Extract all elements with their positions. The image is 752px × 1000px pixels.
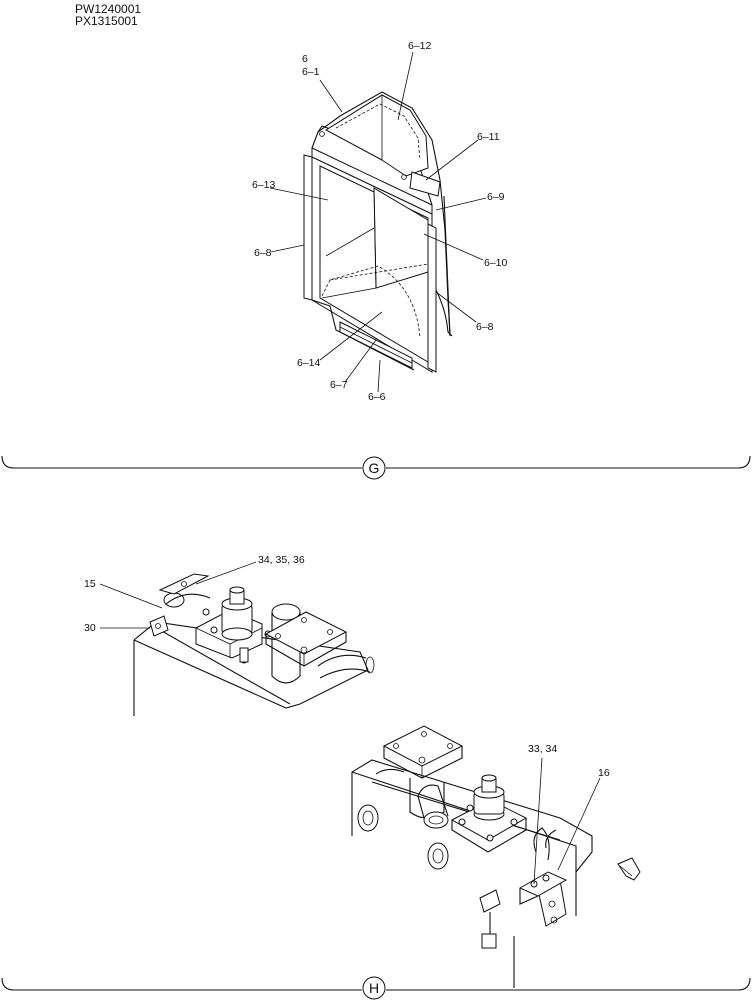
- callout-6-10: 6–10: [484, 257, 508, 269]
- section-g-marker-circle: [362, 456, 386, 480]
- callout-6-7: 6–7: [330, 379, 348, 391]
- section-h-marker-circle: [362, 976, 386, 1000]
- callout-6-6: 6–6: [368, 391, 386, 403]
- upper-tank-assembly-drawing: [133, 573, 375, 716]
- section-h-divider: [1, 977, 751, 991]
- callout-6-8-right: 6–8: [476, 321, 494, 333]
- callout-6-9: 6–9: [487, 191, 505, 203]
- doc-code-2: PX1315001: [75, 14, 138, 28]
- callout-6-13: 6–13: [252, 179, 276, 191]
- section-g-leaders: [269, 51, 487, 393]
- callout-6-14: 6–14: [297, 357, 321, 369]
- callout-6-12: 6–12: [408, 40, 432, 52]
- shroud-assembly-drawing: [303, 91, 453, 373]
- callout-6-8-left: 6–8: [254, 247, 272, 259]
- callout-30: 30: [84, 622, 96, 634]
- callout-34-35-36: 34, 35, 36: [258, 554, 305, 566]
- callout-15: 15: [84, 578, 96, 590]
- callout-33-34: 33, 34: [528, 743, 557, 755]
- callout-6-11: 6–11: [477, 131, 500, 143]
- lower-tank-assembly-drawing: [351, 725, 641, 988]
- callout-6: 6: [302, 53, 308, 65]
- section-g-marker: G: [369, 460, 380, 476]
- section-h-upper-leaders: [99, 561, 257, 629]
- section-h-marker: H: [369, 980, 379, 996]
- callout-6-1: 6–1: [302, 66, 320, 78]
- doc-code-1: PW1240001: [75, 2, 142, 16]
- callout-16: 16: [598, 767, 610, 779]
- section-g-divider: [1, 455, 751, 469]
- section-h-lower-leaders: [533, 757, 601, 885]
- direction-arrow-icon: [617, 857, 641, 881]
